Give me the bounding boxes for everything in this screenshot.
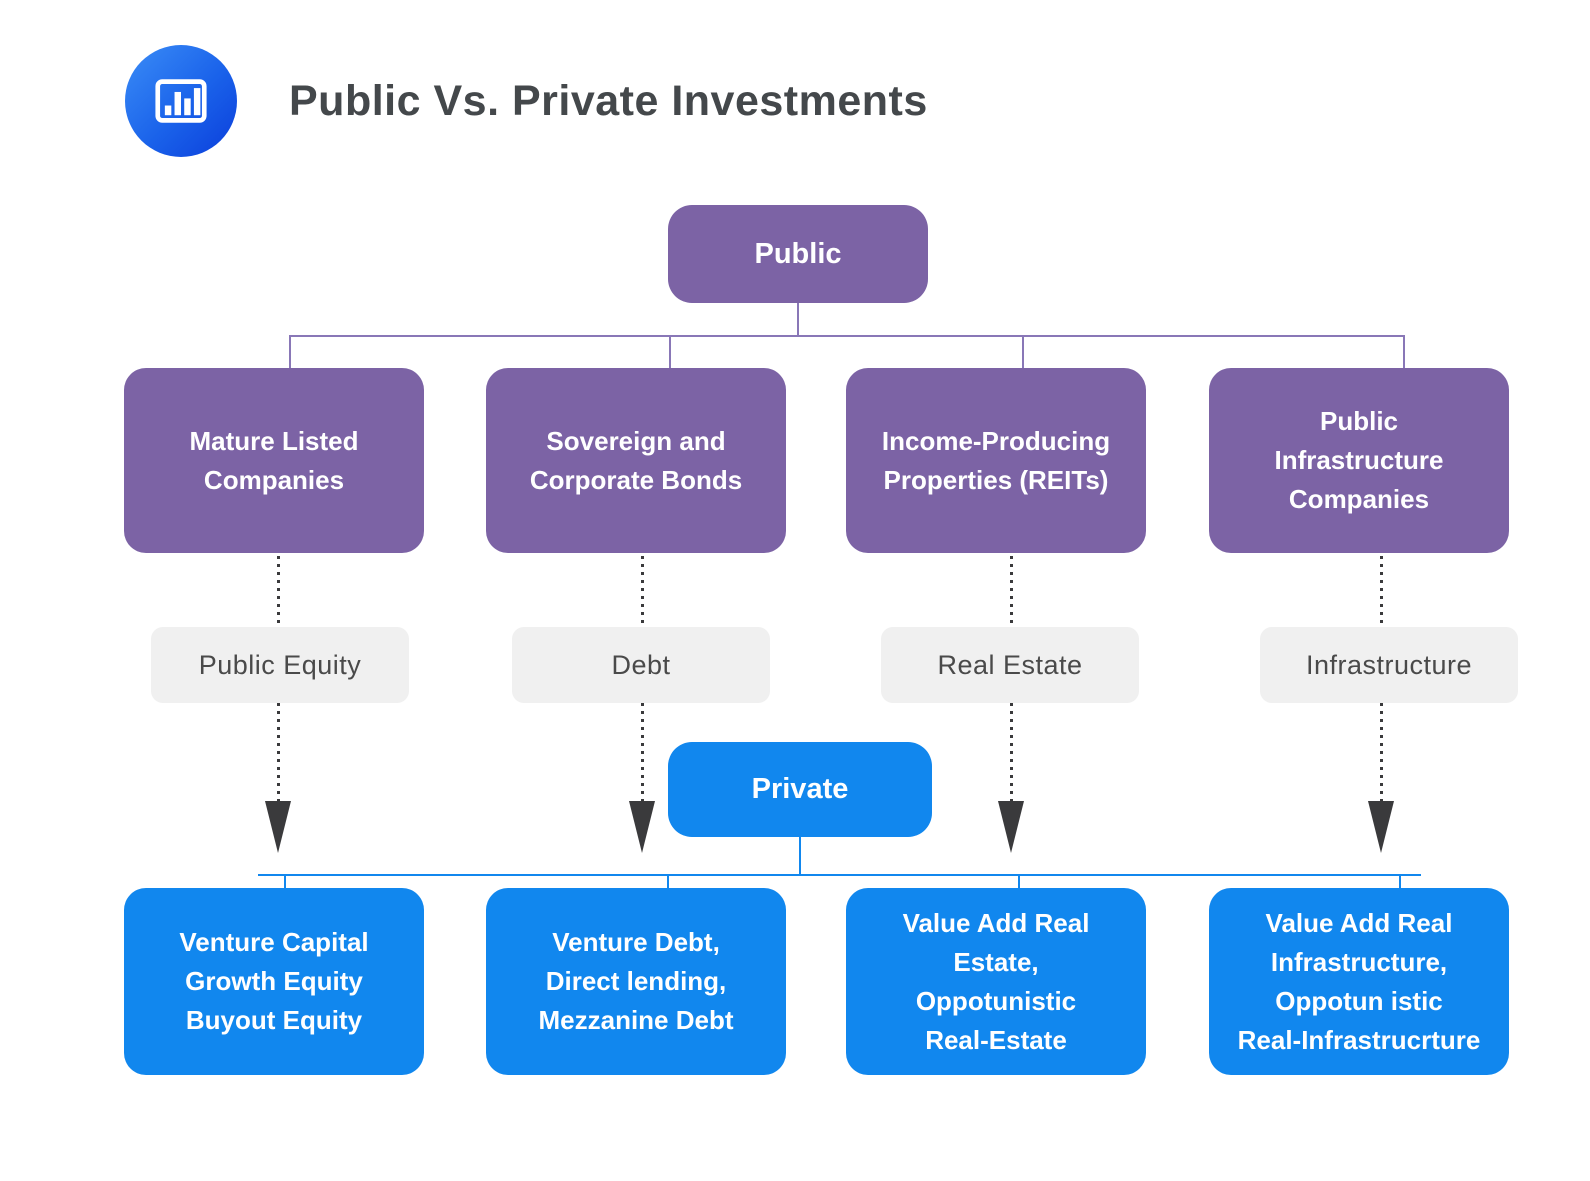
connector-line [667,874,669,888]
category-text: Debt [611,649,671,680]
connector-line [799,837,801,875]
node-label: Venture Debt, Direct lending, Mezzanine … [538,927,734,1035]
connector-line [1399,874,1401,888]
dotted-arrow-line [1380,556,1383,627]
public-node-infrastructure: Public Infrastructure Companies [1209,368,1509,553]
connector-line [258,874,1421,876]
category-text: Public Equity [198,649,362,680]
arrowhead-icon [1368,801,1394,853]
private-node-venture-capital: Venture Capital Growth Equity Buyout Equ… [124,888,424,1075]
arrowhead-icon [998,801,1024,853]
connector-line [1403,335,1405,368]
connector-line [669,335,671,368]
dotted-arrow-line [1010,556,1013,627]
public-root-node: Public [668,205,928,303]
dotted-arrow-line [277,703,280,802]
private-node-value-add-infrastructure: Value Add Real Infrastructure, Oppotun i… [1209,888,1509,1075]
category-text: Infrastructure [1305,649,1473,680]
public-root-label: Public [754,237,842,270]
connector-line [289,335,291,368]
public-node-reits: Income-Producing Properties (REITs) [846,368,1146,553]
public-node-mature-listed: Mature Listed Companies [124,368,424,553]
dotted-arrow-line [1380,703,1383,802]
connector-line [797,303,799,336]
node-label: Public Infrastructure Companies [1274,406,1444,514]
bar-chart-icon [125,45,237,157]
private-node-venture-debt: Venture Debt, Direct lending, Mezzanine … [486,888,786,1075]
node-label: Venture Capital Growth Equity Buyout Equ… [179,927,369,1035]
arrowhead-icon [265,801,291,853]
arrowhead-icon [629,801,655,853]
private-node-value-add-real-estate: Value Add Real Estate, Oppotunistic Real… [846,888,1146,1075]
page-title: Public Vs. Private Investments [289,76,928,125]
public-node-bonds: Sovereign and Corporate Bonds [486,368,786,553]
connector-line [289,335,1405,337]
private-root-label: Private [751,773,849,805]
node-label: Value Add Real Estate, Oppotunistic Real… [902,907,1090,1055]
node-label: Mature Listed Companies [189,425,359,495]
node-label: Sovereign and Corporate Bonds [529,425,743,495]
dotted-arrow-line [1010,703,1013,802]
node-label: Income-Producing Properties (REITs) [881,425,1111,495]
header: Public Vs. Private Investments [0,45,928,157]
connector-line [1022,335,1024,368]
category-label-infrastructure: Infrastructure [1260,627,1518,703]
connector-line [284,874,286,888]
dotted-arrow-line [641,556,644,627]
category-label-public-equity: Public Equity [151,627,409,703]
node-label: Value Add Real Infrastructure, Oppotun i… [1237,907,1481,1055]
connector-line [1018,874,1020,888]
category-text: Real Estate [937,649,1083,680]
category-label-debt: Debt [512,627,770,703]
dotted-arrow-line [641,703,644,802]
category-label-real-estate: Real Estate [881,627,1139,703]
dotted-arrow-line [277,556,280,627]
private-root-node: Private [668,742,932,837]
